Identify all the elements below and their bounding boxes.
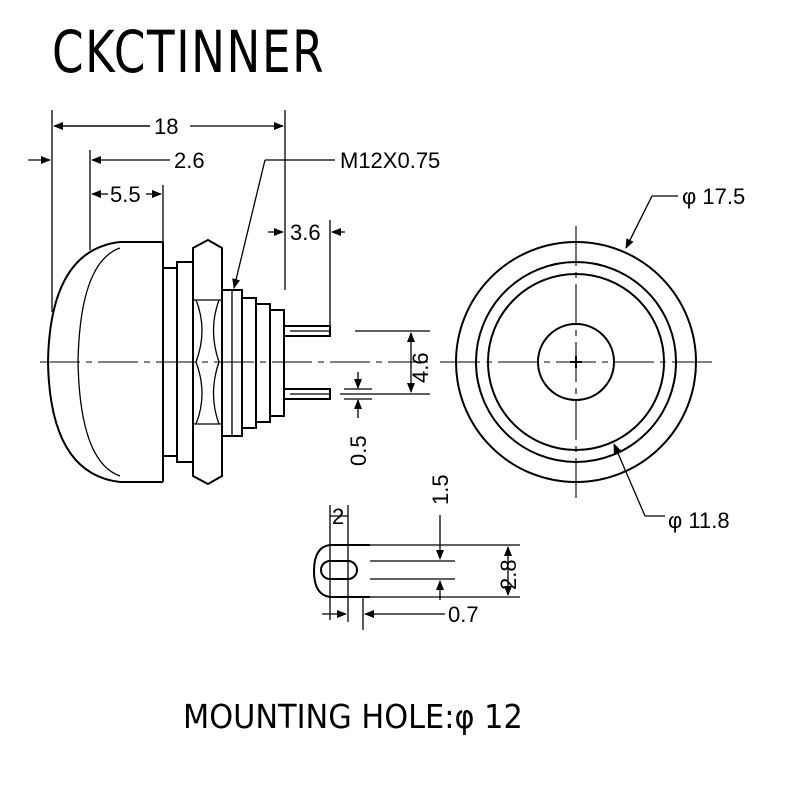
dim-label-3-6: 3.6 — [290, 220, 321, 245]
tab-hole — [320, 560, 358, 580]
dim-cap-offset: 5.5 — [91, 182, 164, 242]
dim-inner-diameter: φ 11.8 — [613, 443, 730, 533]
dim-flange-offset: 2.6 — [28, 148, 205, 250]
dim-label-4-6: 4.6 — [408, 352, 433, 383]
dim-outer-diameter: φ 17.5 — [625, 184, 745, 249]
dim-overall-length: 18 — [51, 110, 286, 312]
side-view — [40, 238, 430, 486]
dim-terminal-length: 3.6 — [268, 220, 345, 326]
dim-label-2-8: 2.8 — [496, 559, 521, 590]
dim-label-2-6: 2.6 — [174, 148, 205, 173]
dim-tab-width: 2 — [330, 504, 348, 529]
dim-tab-height: 2.8 — [496, 546, 521, 596]
dim-label-0-5: 0.5 — [346, 435, 371, 466]
dim-label-phi-11-8: φ 11.8 — [668, 508, 730, 533]
tab-detail — [312, 505, 520, 630]
dim-pin-thickness: 0.5 — [344, 372, 372, 466]
dim-thread: M12X0.75 — [232, 148, 440, 289]
dim-pin-spacing: 4.6 — [340, 330, 433, 395]
mounting-hole-note: MOUNTING HOLE:φ 12 — [183, 697, 523, 736]
dim-tab-offset: 0.7 — [322, 602, 479, 627]
hex-nut — [192, 238, 223, 486]
front-view — [440, 226, 712, 498]
dim-label-18: 18 — [154, 114, 178, 139]
dim-label-phi-17-5: φ 17.5 — [682, 184, 745, 209]
dim-label-0-7: 0.7 — [448, 602, 479, 627]
dim-label-5-5: 5.5 — [110, 182, 141, 207]
tab-outline — [312, 544, 370, 598]
dim-label-thread: M12X0.75 — [340, 148, 440, 173]
dim-label-2: 2 — [332, 504, 344, 529]
dim-label-1-5: 1.5 — [428, 474, 453, 505]
dim-tab-hole: 1.5 — [428, 474, 453, 600]
brand-title: CKCTINNER — [52, 18, 326, 86]
